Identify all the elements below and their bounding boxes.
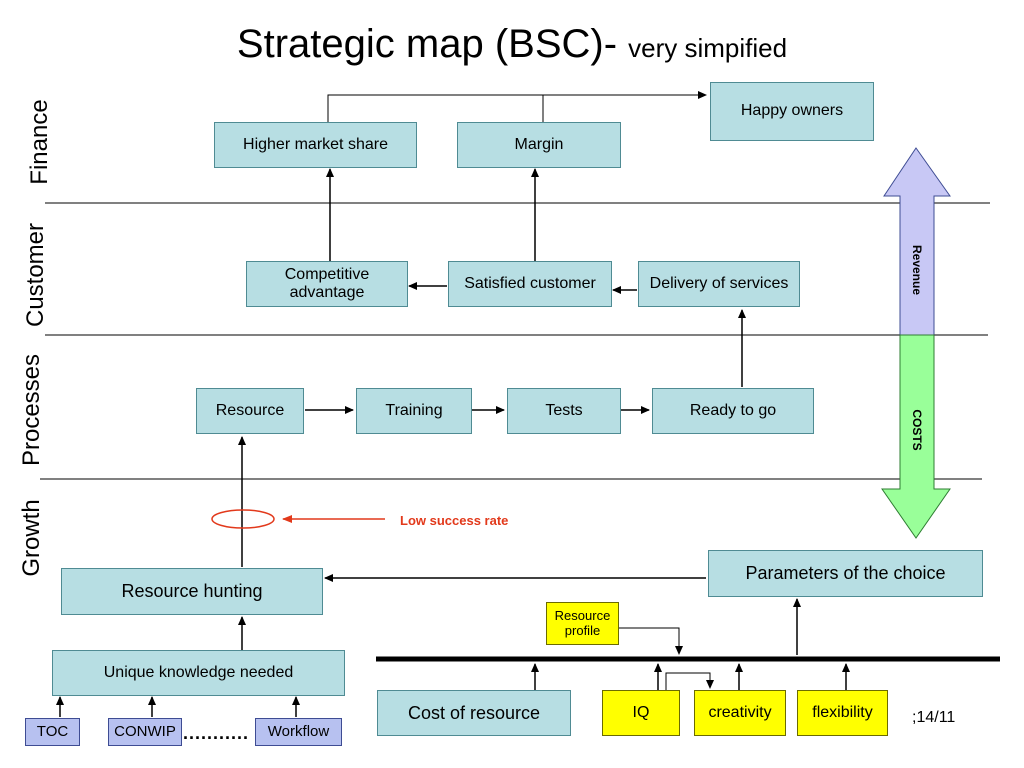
connector-iq-loop bbox=[665, 672, 714, 690]
low-success-rate-label: Low success rate bbox=[400, 513, 509, 528]
unique-knowledge-needed-box: Unique knowledge needed bbox=[52, 650, 345, 696]
toc-box: TOC bbox=[25, 718, 80, 746]
low-success-ellipse bbox=[211, 509, 275, 529]
page-number: ;14/11 bbox=[912, 709, 956, 726]
title-main: Strategic map (BSC)- bbox=[236, 22, 629, 66]
training-box: Training bbox=[356, 388, 472, 434]
ellipsis-dots: ........... bbox=[183, 723, 250, 743]
higher-market-share-box: Higher market share bbox=[214, 122, 417, 168]
slide-title: Strategic map (BSC)- very simpified bbox=[0, 22, 1024, 67]
workflow-box: Workflow bbox=[255, 718, 342, 746]
lane-label-finance: Finance bbox=[26, 99, 53, 185]
ready-to-go-box: Ready to go bbox=[652, 388, 814, 434]
resource-hunting-box: Resource hunting bbox=[61, 568, 323, 615]
cost-of-resource-box: Cost of resource bbox=[377, 690, 571, 736]
lane-label-processes: Processes bbox=[18, 353, 45, 467]
title-subtitle: very simpified bbox=[628, 33, 788, 63]
parameters-of-the-choice-box: Parameters of the choice bbox=[708, 550, 983, 597]
margin-box: Margin bbox=[457, 122, 621, 168]
iq-box: IQ bbox=[602, 690, 680, 736]
flexibility-box: flexibility bbox=[797, 690, 888, 736]
satisfied-customer-box: Satisfied customer bbox=[448, 261, 612, 307]
conwip-box: CONWIP bbox=[108, 718, 182, 746]
creativity-box: creativity bbox=[694, 690, 786, 736]
lane-label-growth: Growth bbox=[18, 499, 45, 577]
tests-box: Tests bbox=[507, 388, 621, 434]
revenue-arrow-up bbox=[883, 147, 951, 336]
competitive-advantage-box: Competitive advantage bbox=[246, 261, 408, 307]
resource-box: Resource bbox=[196, 388, 304, 434]
lane-label-customer: Customer bbox=[22, 222, 49, 328]
connector-to-happy-owners bbox=[327, 91, 707, 122]
happy-owners-box: Happy owners bbox=[710, 82, 874, 141]
revenue-label: Revenue bbox=[910, 244, 924, 296]
resource-profile-box: Resource profile bbox=[546, 602, 619, 645]
costs-label: COSTS bbox=[910, 409, 924, 451]
connector-resource-profile bbox=[619, 627, 683, 655]
costs-arrow-down bbox=[881, 334, 951, 539]
delivery-of-services-box: Delivery of services bbox=[638, 261, 800, 307]
